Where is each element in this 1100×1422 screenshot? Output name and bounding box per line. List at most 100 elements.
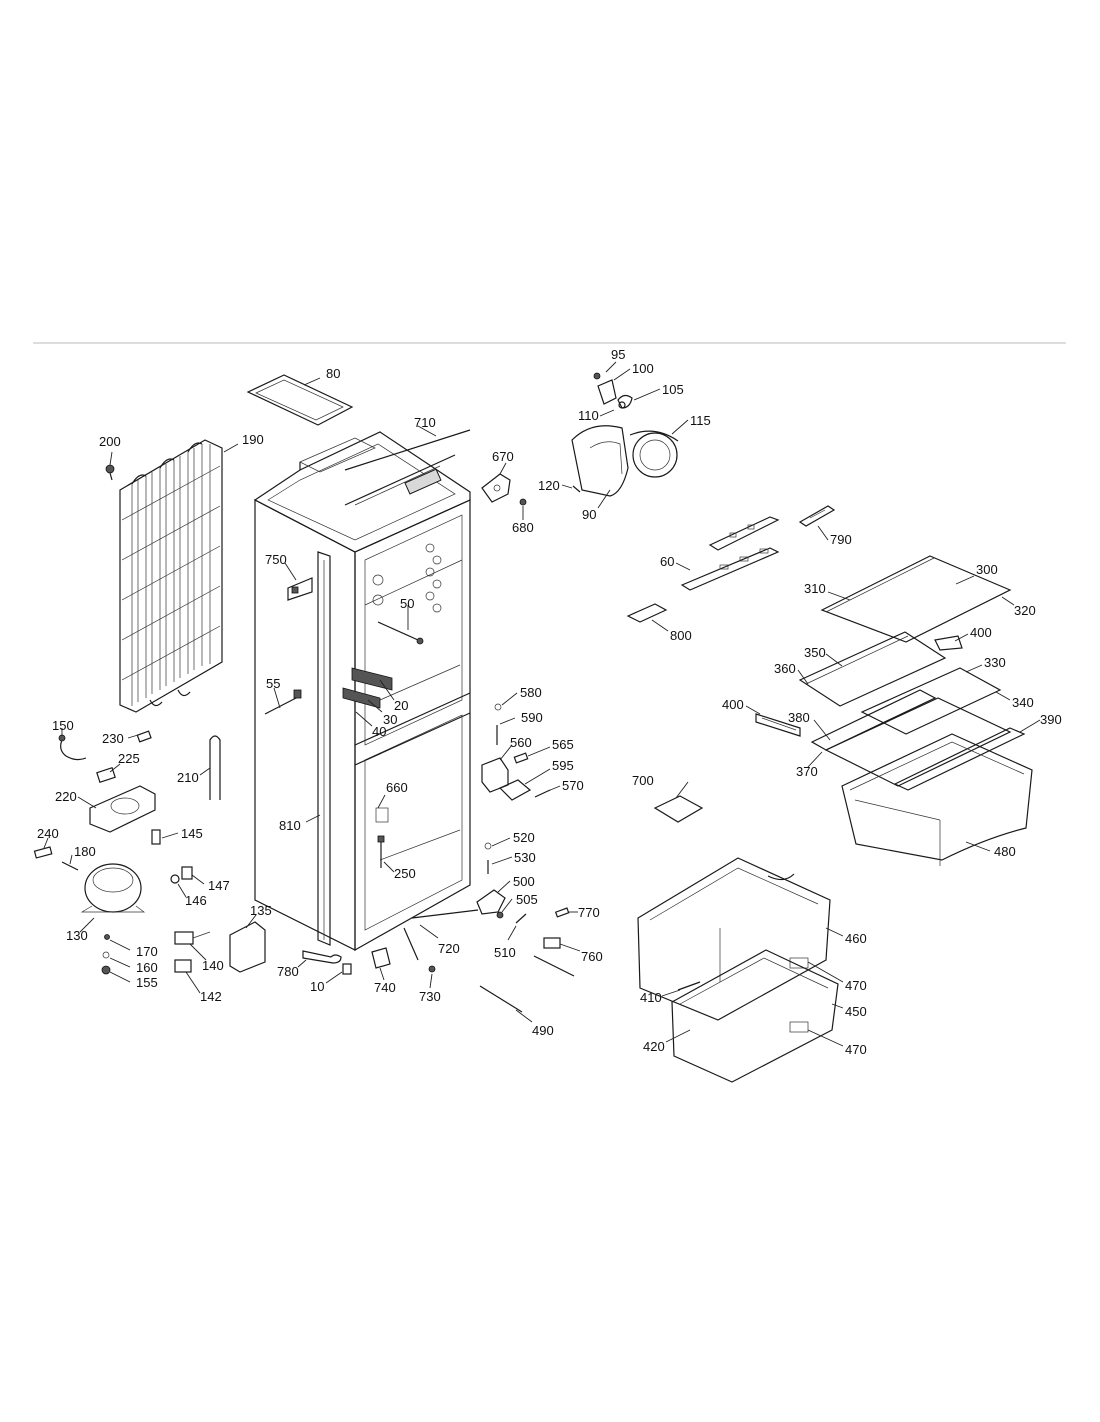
clip-400-part <box>934 635 963 651</box>
label-60: 60 <box>660 554 674 569</box>
grommet-146-part <box>170 874 180 884</box>
condenser-part <box>119 439 223 713</box>
label-470-upper: 470 <box>845 978 867 993</box>
foot-10-part <box>342 963 352 975</box>
screw-505-part <box>496 911 504 919</box>
leader-lines <box>43 361 1041 1047</box>
strip-rod-part <box>533 955 575 977</box>
label-660: 660 <box>386 780 408 795</box>
cable-150-part <box>58 734 87 761</box>
label-225: 225 <box>118 751 140 766</box>
label-180: 180 <box>74 844 96 859</box>
label-480: 480 <box>994 844 1016 859</box>
label-320: 320 <box>1014 603 1036 618</box>
glass-shelf-370-part <box>810 689 1012 787</box>
label-340: 340 <box>1012 695 1034 710</box>
crisper-460-part <box>637 857 831 1021</box>
trim-390-part <box>893 727 1026 791</box>
label-400-upper: 400 <box>970 625 992 640</box>
screw-680-part <box>519 498 527 506</box>
label-330: 330 <box>984 655 1006 670</box>
label-740: 740 <box>374 980 396 995</box>
glass-shelf-330-part <box>860 667 1002 735</box>
label-100: 100 <box>632 361 654 376</box>
cover-800-part <box>626 603 668 623</box>
label-500: 500 <box>513 874 535 889</box>
label-145: 145 <box>181 826 203 841</box>
crisper-450-part <box>671 949 839 1083</box>
label-150: 150 <box>52 718 74 733</box>
label-800: 800 <box>670 628 692 643</box>
label-190: 190 <box>242 432 264 447</box>
label-400-lower: 400 <box>722 697 744 712</box>
label-510: 510 <box>494 945 516 960</box>
label-350: 350 <box>804 645 826 660</box>
relay-140-part <box>174 931 211 945</box>
label-147: 147 <box>208 878 230 893</box>
label-240: 240 <box>37 826 59 841</box>
label-90: 90 <box>582 507 596 522</box>
label-750: 750 <box>265 552 287 567</box>
label-300: 300 <box>976 562 998 577</box>
label-565: 565 <box>552 737 574 752</box>
label-40: 40 <box>372 724 386 739</box>
label-595: 595 <box>552 758 574 773</box>
pin-770-part <box>554 907 570 918</box>
label-410: 410 <box>640 990 662 1005</box>
rod-50-part <box>377 621 424 645</box>
label-700: 700 <box>632 773 654 788</box>
compressor-130-part <box>80 863 146 913</box>
washer-520-part <box>484 842 492 850</box>
cap-147-part <box>181 866 193 880</box>
label-50: 50 <box>400 596 414 611</box>
filter-700-part <box>653 795 704 823</box>
hinge-560-part <box>481 757 509 793</box>
strip-490-part <box>479 985 523 1013</box>
label-160: 160 <box>136 960 158 975</box>
label-80: 80 <box>326 366 340 381</box>
label-146: 146 <box>185 893 207 908</box>
bar-720-part <box>403 909 479 961</box>
label-220: 220 <box>55 789 77 804</box>
label-390: 390 <box>1040 712 1062 727</box>
pin-565-part <box>513 752 529 764</box>
badge-750-part <box>287 577 313 601</box>
grommet-230-part <box>136 730 152 743</box>
screw-510-part <box>515 913 527 924</box>
cabinet-part <box>253 431 471 952</box>
label-450: 450 <box>845 1004 867 1019</box>
label-490: 490 <box>532 1023 554 1038</box>
sensor-210-part <box>209 735 221 800</box>
label-20: 20 <box>394 698 408 713</box>
nut-155-part <box>101 965 111 975</box>
pad-240-part <box>33 846 53 859</box>
block-760-part <box>543 937 561 949</box>
part-number-labels: 80 710 200 190 670 680 95 100 105 110 11… <box>37 347 1062 1057</box>
label-230: 230 <box>102 731 124 746</box>
label-135: 135 <box>250 903 272 918</box>
label-780: 780 <box>277 964 299 979</box>
label-250: 250 <box>394 866 416 881</box>
label-120: 120 <box>538 478 560 493</box>
label-520: 520 <box>513 830 535 845</box>
label-95: 95 <box>611 347 625 362</box>
tray-220-part <box>89 785 156 833</box>
fan-assembly-part <box>571 372 679 497</box>
label-810: 810 <box>279 818 301 833</box>
label-590: 590 <box>521 710 543 725</box>
label-55: 55 <box>266 676 280 691</box>
label-105: 105 <box>662 382 684 397</box>
label-560: 560 <box>510 735 532 750</box>
wrench-780-part <box>302 950 342 964</box>
label-380: 380 <box>788 710 810 725</box>
label-680: 680 <box>512 520 534 535</box>
label-370: 370 <box>796 764 818 779</box>
label-110: 110 <box>578 408 599 423</box>
label-710: 710 <box>414 415 436 430</box>
screw-570-part <box>534 789 551 798</box>
screw-170-part <box>104 934 110 940</box>
label-142: 142 <box>200 989 222 1004</box>
label-360: 360 <box>774 661 796 676</box>
bracket-595-part <box>498 779 532 801</box>
label-505: 505 <box>516 892 538 907</box>
